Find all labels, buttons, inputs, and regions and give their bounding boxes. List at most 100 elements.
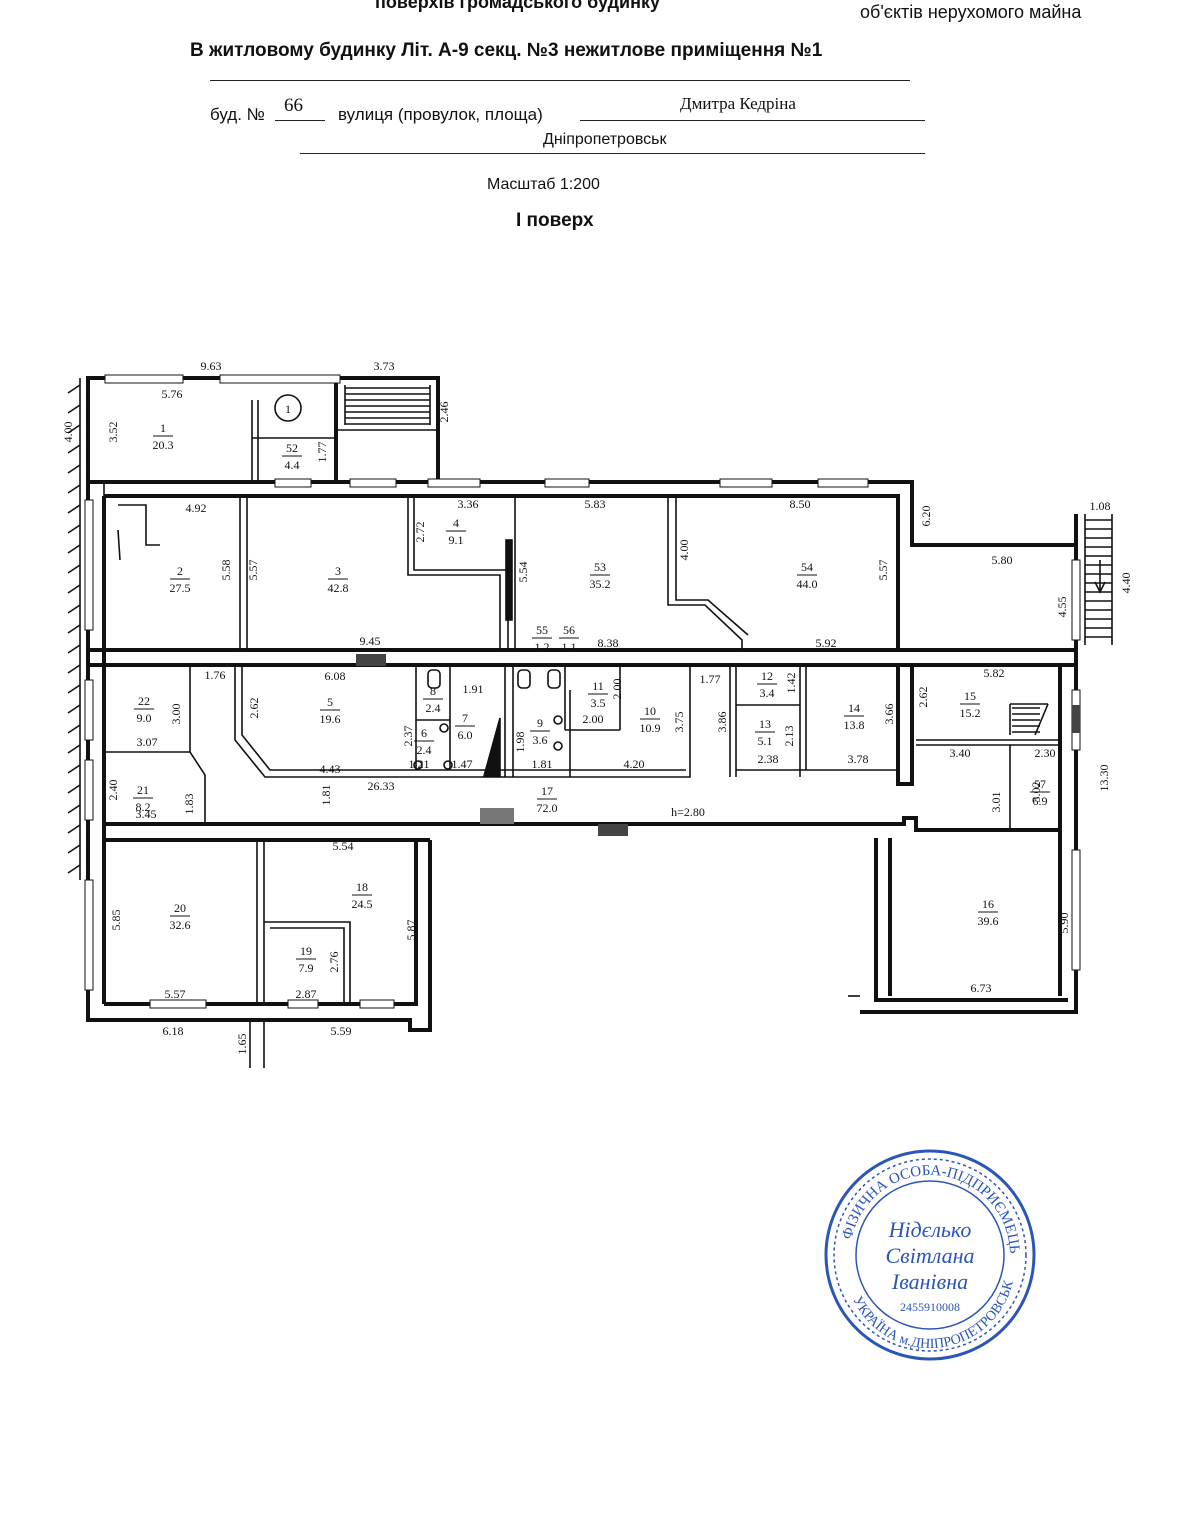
room-area: 35.2 (590, 577, 611, 591)
dimension-label: 1.08 (1090, 499, 1111, 513)
room-area: 3.5 (591, 696, 606, 710)
dimension-label: 5.76 (162, 387, 183, 401)
room-area: 2.4 (417, 743, 432, 757)
dimension-label: 3.86 (715, 712, 729, 733)
dimension-label: 3.73 (374, 359, 395, 373)
room-number: 8 (430, 684, 436, 698)
dimension-label: 5.80 (992, 553, 1013, 567)
dimension-label: 5.57 (876, 560, 890, 581)
room-55: 551.2 (532, 623, 552, 654)
dimension-label: 13.30 (1097, 765, 1111, 792)
room-number: 17 (541, 784, 553, 798)
room-number: 10 (644, 704, 656, 718)
room-area: 24.5 (352, 897, 373, 911)
room-number: 20 (174, 901, 186, 915)
room-number: 13 (759, 717, 771, 731)
room-area: 4.4 (285, 458, 300, 472)
room-area: 10.9 (640, 721, 661, 735)
room-area: 7.9 (299, 961, 314, 975)
room-area: 9.1 (449, 533, 464, 547)
dimension-label: 1.21 (409, 757, 430, 771)
dimension-label: 3.01 (989, 792, 1003, 813)
room-number: 54 (801, 560, 813, 574)
room-number: 3 (335, 564, 341, 578)
dimension-label: 1.76 (205, 668, 226, 682)
room-5: 519.6 (320, 695, 341, 726)
dimension-label: 1.42 (784, 673, 798, 694)
room-7: 76.0 (455, 711, 475, 742)
dimension-label: 6.73 (971, 981, 992, 995)
room-area: 39.6 (978, 914, 999, 928)
dimension-label: 4.55 (1055, 597, 1069, 618)
dimension-label: 3.07 (137, 735, 158, 749)
dimension-label: 2.00 (610, 679, 624, 700)
dimension-label: 2.62 (916, 687, 930, 708)
room-number: 53 (594, 560, 606, 574)
room-number: 18 (356, 880, 368, 894)
room-area: 3.4 (760, 686, 775, 700)
room-area: 15.2 (960, 706, 981, 720)
dimension-label: 3.00 (169, 704, 183, 725)
room-13: 135.1 (755, 717, 775, 748)
room-area: 1.1 (562, 640, 577, 654)
room-area: 13.8 (844, 718, 865, 732)
room-number: 22 (138, 694, 150, 708)
room-4: 49.1 (446, 516, 466, 547)
header-top-center: поверхів громадського будинку (375, 0, 660, 12)
dimension-label: 5.59 (331, 1024, 352, 1038)
dimension-label: 1.91 (463, 682, 484, 696)
wc-fixtures (413, 539, 563, 777)
dimension-label: 2.13 (782, 726, 796, 747)
title-underline (210, 80, 910, 81)
room-number: 2 (177, 564, 183, 578)
room-number: 1 (160, 421, 166, 435)
dimension-label: 4.00 (61, 422, 75, 443)
room-number: 4 (453, 516, 459, 530)
stamp-line-2: Світлана (886, 1243, 975, 1268)
street-label: вулиця (провулок, площа) (338, 105, 543, 124)
dimension-label: 2.46 (437, 402, 451, 423)
room-number: 52 (286, 441, 298, 455)
dimension-label: 5.87 (404, 920, 418, 941)
dimension-label: 2.40 (106, 780, 120, 801)
dimension-label: 2.72 (413, 522, 427, 543)
dimension-label: 1.47 (452, 757, 473, 771)
dimension-label: 2.37 (401, 726, 415, 747)
room-number: 12 (761, 669, 773, 683)
document-title: В житловому будинку Літ. А-9 секц. №3 не… (190, 40, 823, 61)
dimension-label: 6.20 (919, 506, 933, 527)
dimension-label: 3.45 (136, 807, 157, 821)
dimension-label: 5.83 (585, 497, 606, 511)
room-area: 19.6 (320, 712, 341, 726)
dimension-label: 9.63 (201, 359, 222, 373)
room-number: 11 (592, 679, 604, 693)
windows (84, 374, 1081, 1009)
room-number: 21 (137, 783, 149, 797)
street-value: Дмитра Кедріна (680, 94, 796, 113)
dimension-label: 3.75 (672, 712, 686, 733)
dimension-label: 1.83 (182, 794, 196, 815)
dimension-label: 5.90 (1057, 913, 1071, 934)
room-area: 8.2 (136, 800, 151, 814)
hatch-marks (67, 384, 81, 874)
room-area: 44.0 (797, 577, 818, 591)
dimension-label: 2.87 (296, 987, 317, 1001)
room-number: 55 (536, 623, 548, 637)
dimension-label: 6.08 (325, 669, 346, 683)
dimension-label: h=2.80 (671, 805, 705, 819)
dimension-label: 2.30 (1035, 746, 1056, 760)
room-54: 54 44.0 (797, 560, 818, 591)
room-number: 57 (1034, 777, 1046, 791)
bud-number: 66 (284, 95, 303, 116)
room-area: 3.6 (533, 733, 548, 747)
stamp-code: 2455910008 (900, 1300, 960, 1314)
dimension-label: 2.38 (758, 752, 779, 766)
room-number: 15 (964, 689, 976, 703)
dimension-label: 1.77 (700, 672, 721, 686)
dimension-label: 6.18 (163, 1024, 184, 1038)
dimension-label: 1.65 (235, 1034, 249, 1055)
room-9: 93.6 (530, 716, 550, 747)
stair-steps (345, 387, 1112, 733)
room-area: 72.0 (537, 801, 558, 815)
